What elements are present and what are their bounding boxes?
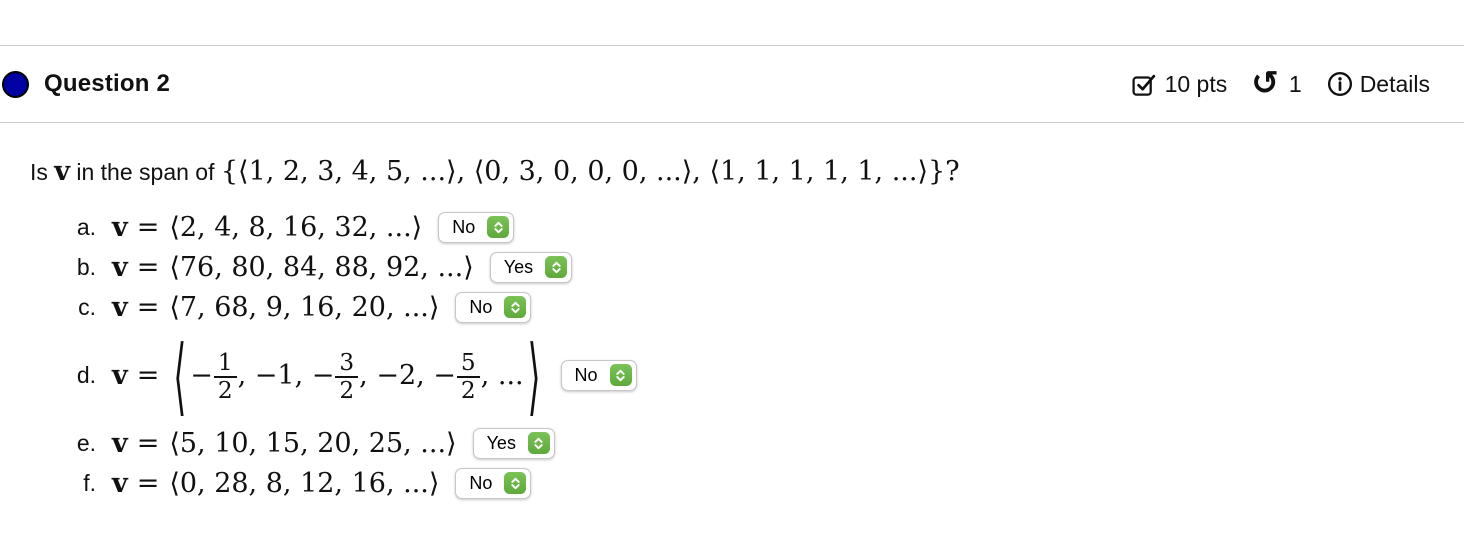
- vector-value: ⟨2, 4, 8, 16, 32, ...⟩: [169, 211, 423, 243]
- select-arrows-icon: [504, 296, 527, 318]
- option-row-a: a. v= ⟨2, 4, 8, 16, 32, ...⟩ No: [60, 207, 1464, 247]
- equals-sign: =: [136, 211, 160, 243]
- selected-answer: Yes: [503, 256, 534, 277]
- prompt-text-after: in the span of: [69, 159, 221, 185]
- equals-sign: =: [136, 427, 160, 459]
- option-row-b: b. v= ⟨76, 80, 84, 88, 92, ...⟩ Yes: [60, 247, 1464, 287]
- answer-select-d[interactable]: No: [560, 359, 637, 391]
- option-letter: f.: [83, 469, 96, 496]
- checkbox-checked-icon: [1130, 71, 1157, 98]
- vector-symbol: v: [112, 291, 128, 323]
- tall-angle-open: ⟨: [173, 325, 187, 425]
- select-arrows-icon: [545, 256, 568, 278]
- top-divider: [0, 45, 1464, 46]
- answer-select-c[interactable]: No: [455, 291, 532, 323]
- vector-symbol: v: [112, 211, 128, 243]
- header-meta: 10 pts ↺ 1 Details: [1130, 62, 1430, 102]
- vector-value: ⟨5, 10, 15, 20, 25, ...⟩: [169, 427, 457, 459]
- vector-symbol: v: [112, 359, 128, 391]
- minus-sign: −: [311, 359, 335, 391]
- selected-answer: Yes: [486, 432, 516, 453]
- header-divider: [0, 122, 1464, 123]
- question-status-dot: [2, 70, 29, 98]
- selected-answer: No: [469, 472, 493, 493]
- math-text: , −1,: [237, 359, 312, 391]
- equals-sign: =: [136, 467, 160, 499]
- options-list: a. v=⟨2, 4, 8, 16, 32, ...⟩ No b. v=⟨76,…: [60, 207, 1464, 503]
- option-letter: d.: [76, 361, 96, 388]
- question-body: Is v in the span of {⟨1, 2, 3, 4, 5, ...…: [0, 122, 1464, 503]
- points-label: 10 pts: [1164, 70, 1228, 97]
- details-link[interactable]: Details: [1359, 70, 1430, 97]
- equals-sign: =: [136, 251, 160, 283]
- option-letter: c.: [78, 293, 96, 320]
- minus-sign: −: [190, 359, 213, 391]
- answer-select-e[interactable]: Yes: [472, 427, 555, 459]
- answer-select-b[interactable]: Yes: [489, 251, 573, 283]
- vector-value: ⟨76, 80, 84, 88, 92, ...⟩: [169, 251, 474, 283]
- option-row-e: e. v= ⟨5, 10, 15, 20, 25, ...⟩ Yes: [60, 423, 1464, 463]
- selected-answer: No: [469, 296, 493, 317]
- question-title: Question 2: [44, 70, 171, 97]
- attempts-count: 1: [1288, 70, 1302, 97]
- vector-symbol: v: [112, 251, 128, 283]
- vector-value: ⟨7, 68, 9, 16, 20, ...⟩: [169, 291, 440, 323]
- equals-sign: =: [136, 359, 160, 391]
- select-arrows-icon: [527, 432, 550, 454]
- math-text: , ...: [480, 359, 524, 391]
- option-letter: b.: [76, 253, 96, 280]
- option-row-f: f. v= ⟨0, 28, 8, 12, 16, ...⟩ No: [60, 463, 1464, 503]
- info-icon: [1326, 70, 1354, 98]
- vector-value: ⟨0, 28, 8, 12, 16, ...⟩: [169, 467, 440, 499]
- select-arrows-icon: [609, 364, 632, 386]
- vector-symbol: v: [112, 467, 128, 499]
- answer-select-f[interactable]: No: [455, 467, 532, 499]
- prompt-text-before: Is: [30, 159, 55, 185]
- vector-symbol: v: [54, 156, 70, 187]
- question-prompt: Is v in the span of {⟨1, 2, 3, 4, 5, ...…: [30, 156, 1464, 187]
- select-arrows-icon: [504, 472, 527, 494]
- equals-sign: =: [136, 291, 160, 323]
- option-row-c: c. v= ⟨7, 68, 9, 16, 20, ...⟩ No: [60, 287, 1464, 327]
- option-letter: a.: [76, 213, 96, 240]
- tall-angle-close: ⟩: [527, 325, 541, 425]
- select-arrows-icon: [487, 216, 510, 238]
- undo-icon: ↺: [1251, 62, 1279, 102]
- selected-answer: No: [574, 364, 598, 385]
- span-set-math: {⟨1, 2, 3, 4, 5, ...⟩, ⟨0, 3, 0, 0, 0, .…: [220, 156, 960, 187]
- math-text: , −2,: [359, 359, 434, 391]
- selected-answer: No: [452, 216, 476, 237]
- question-header: Question 2 10 pts ↺ 1 Details: [0, 46, 1464, 122]
- minus-sign: −: [433, 359, 456, 391]
- option-letter: e.: [76, 429, 96, 456]
- answer-select-a[interactable]: No: [438, 211, 515, 243]
- vector-symbol: v: [112, 427, 128, 459]
